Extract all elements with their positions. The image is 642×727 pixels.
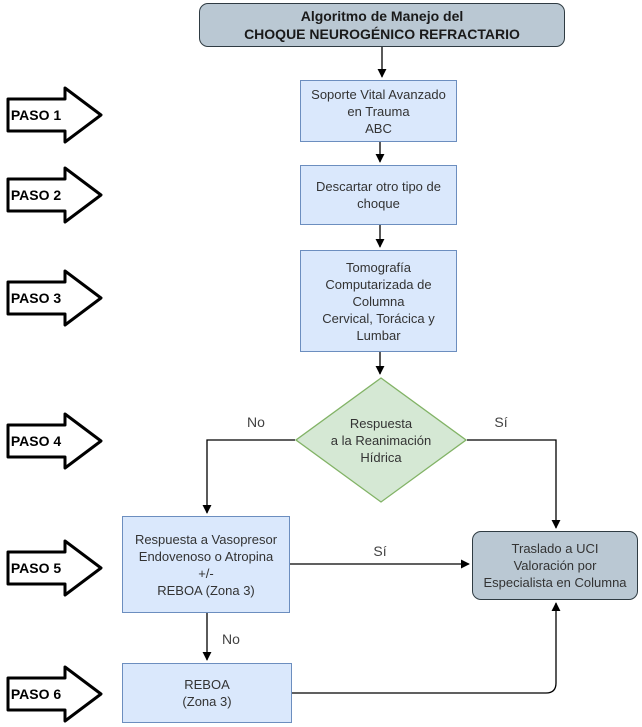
title-box: Algoritmo de Manejo del CHOQUE NEUROGÉNI… [199,3,565,47]
node-text-line: Tomografía [345,259,412,275]
node-soporte-vital: Soporte Vital Avanzado en Trauma ABC [300,80,457,142]
node-text-line: choque [357,196,400,211]
title-line-1: Algoritmo de Manejo del [300,8,464,24]
step-label: PASO 3 [10,290,62,306]
node-text-line: Descartar otro tipo de [315,179,441,194]
edge-decision-si-to-uci [467,439,561,529]
decision-reanimacion-hidrica: Respuesta a la Reanimación Hídrica [294,377,468,503]
node-text-line: +/- [198,565,214,581]
step-arrow-paso-4: PASO 4 [4,411,104,471]
right-arrow-icon [6,539,103,597]
step-label: PASO 1 [10,107,62,123]
step-label: PASO 5 [10,560,62,576]
node-text-line: Cervical, Torácica y [322,310,435,326]
right-arrow-icon [6,166,103,224]
right-arrow-icon [6,412,103,470]
node-text-line: Endovenoso o Atropina [138,548,274,564]
node-text-line: Traslado a UCI [511,541,599,556]
decision-text: Respuesta a la Reanimación Hídrica [295,377,467,503]
node-text-line: (Zona 3) [182,694,232,709]
node-tomografia: Tomografía Computarizada de Columna Cerv… [300,250,457,352]
edge-label-si: Sí [492,414,510,430]
step-arrow-paso-1: PASO 1 [4,85,104,145]
edge-reboa-to-uci [292,602,561,694]
node-vasopresor: Respuesta a Vasopresor Endovenoso o Atro… [122,516,290,613]
step-arrow-paso-3: PASO 3 [4,268,104,328]
node-text-line: Especialista en Columna [483,575,627,590]
node-text-line: a la Reanimación [330,432,432,448]
step-arrow-paso-2: PASO 2 [4,165,104,225]
right-arrow-icon [6,86,103,144]
node-text-line: REBOA (Zona 3) [157,582,255,598]
step-label: PASO 4 [10,433,62,449]
node-text-line: REBOA [184,677,230,692]
node-traslado-uci: Traslado a UCI Valoración por Especialis… [472,531,638,600]
step-arrow-paso-5: PASO 5 [4,538,104,598]
step-label: PASO 2 [10,187,62,203]
node-text-line: Hídrica [360,449,402,465]
step-label: PASO 6 [10,686,62,702]
right-arrow-icon [6,665,103,723]
node-text-line: ABC [365,120,392,136]
node-text-line: Lumbar [356,327,401,343]
node-text-line: Respuesta [349,415,413,431]
node-text-line: Soporte Vital Avanzado [311,86,446,102]
node-text-line: Valoración por [513,558,597,573]
node-text-line: Respuesta a Vasopresor [134,531,278,547]
node-reboa: REBOA (Zona 3) [122,663,292,723]
edge-label-si-vasopresor: Sí [371,543,389,559]
edge-decision-no-to-vasopresor [202,439,295,514]
step-arrow-paso-6: PASO 6 [4,664,104,724]
right-arrow-icon [6,269,103,327]
edge-label-no: No [245,414,267,430]
node-text-line: en Trauma [347,103,410,119]
edge-label-no-vasopresor: No [220,631,242,647]
node-text-line: Computarizada de [325,276,432,292]
diamond-shape [294,377,468,503]
node-descartar-choque: Descartar otro tipo de choque [300,165,457,225]
node-text-line: Columna [352,293,405,309]
title-line-2: CHOQUE NEUROGÉNICO REFRACTARIO [244,26,520,42]
